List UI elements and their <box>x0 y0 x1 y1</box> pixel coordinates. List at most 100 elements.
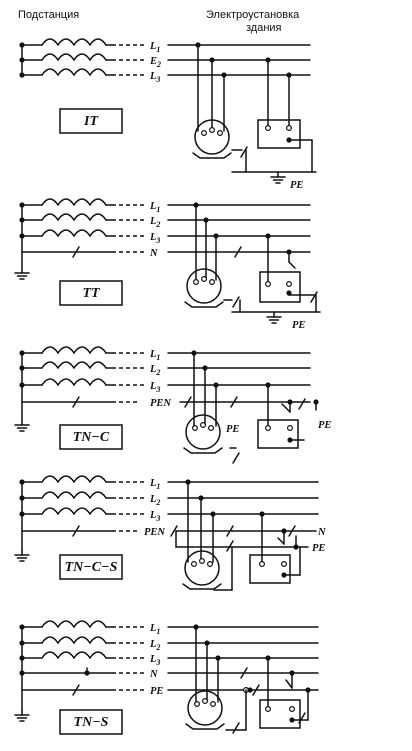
motor-base <box>185 723 225 730</box>
motor-terminal <box>199 557 206 564</box>
junction-dot <box>19 365 25 371</box>
system-name: TN−C−S <box>65 560 118 575</box>
motor <box>185 690 225 730</box>
motor-housing <box>187 690 223 726</box>
break-mark <box>184 396 192 408</box>
system-name: TT <box>82 286 101 301</box>
terminal <box>265 425 272 432</box>
conductor-label: E2 <box>149 56 161 69</box>
terminal <box>265 281 272 288</box>
system-name-frame <box>59 280 123 306</box>
appliance <box>257 119 301 149</box>
motor-housing <box>184 550 220 586</box>
conductor-label: PE <box>150 686 163 697</box>
header-installation: Электроустановка <box>206 9 300 21</box>
motor-base <box>183 447 223 454</box>
pe-label-right: PE <box>318 420 331 431</box>
system-name: IT <box>83 114 99 129</box>
conductor-label: L2 <box>149 494 160 507</box>
junction-dot <box>19 640 25 646</box>
conductor-label: L1 <box>149 349 160 362</box>
motor-terminal <box>194 700 201 707</box>
break-mark <box>232 722 240 734</box>
break-mark <box>298 398 306 410</box>
junction-dot <box>286 72 292 78</box>
transformer-winding <box>41 491 107 500</box>
conductor-label: L2 <box>149 364 160 377</box>
appliance <box>259 271 301 303</box>
transformer-winding <box>41 68 107 77</box>
motor-base <box>184 301 224 308</box>
system-name-box: TT <box>59 280 123 306</box>
wire <box>288 261 296 269</box>
conductor-label: L2 <box>149 639 160 652</box>
motor-housing <box>194 119 230 155</box>
transformer-winding <box>41 651 107 660</box>
motor <box>192 119 232 159</box>
pe-label: PE <box>312 543 325 554</box>
break-mark <box>232 452 240 464</box>
break-mark <box>226 525 234 537</box>
ground-symbol <box>14 709 30 722</box>
system-name-frame <box>59 424 123 450</box>
terminal <box>259 560 266 567</box>
junction-dot <box>265 57 271 63</box>
header-building: здания <box>246 22 282 34</box>
conductor-label: L1 <box>149 41 160 54</box>
transformer-winding <box>41 38 107 47</box>
transformer-winding <box>41 213 107 222</box>
break-mark <box>310 291 318 303</box>
system-name-box: TN−C−S <box>59 554 123 580</box>
system-name-box: TN−C <box>59 424 123 450</box>
motor-housing <box>185 414 221 450</box>
conductor-label: N <box>149 669 158 680</box>
pe-label-motor: PE <box>226 424 239 435</box>
ground-symbol <box>266 311 282 324</box>
motor-terminal <box>201 130 208 137</box>
ground-symbol <box>14 549 30 562</box>
appliance <box>259 699 301 729</box>
wire <box>277 537 285 545</box>
pen-label: PEN <box>150 398 171 409</box>
break-mark <box>232 296 240 308</box>
pen-label: PEN <box>144 527 165 538</box>
motor-terminal <box>202 697 209 704</box>
conductor-label: L3 <box>149 381 160 394</box>
conductor-label: N <box>149 248 158 259</box>
terminal <box>286 281 293 288</box>
conductor-label: L1 <box>149 201 160 214</box>
terminal <box>289 705 296 712</box>
ground-symbol <box>14 267 30 280</box>
junction-dot <box>19 217 25 223</box>
junction-dot <box>19 495 25 501</box>
pe-label: PE <box>292 320 305 331</box>
break-mark <box>226 540 234 552</box>
wire <box>281 403 291 413</box>
transformer-winding <box>41 229 107 238</box>
junction-dot <box>19 479 25 485</box>
motor-terminal <box>207 560 214 567</box>
appliance-case <box>249 554 291 584</box>
break-mark <box>72 396 80 408</box>
system-name-frame <box>59 108 123 134</box>
junction-dot <box>19 670 25 676</box>
system-name: TN−S <box>74 715 109 730</box>
motor-terminal <box>217 130 224 137</box>
junction-dot <box>19 42 25 48</box>
terminal <box>265 124 272 131</box>
transformer-winding <box>41 53 107 62</box>
appliance-case <box>257 119 301 149</box>
transformer-winding <box>41 198 107 207</box>
break-mark <box>252 684 260 696</box>
transformer-winding <box>41 507 107 516</box>
junction-dot <box>19 202 25 208</box>
junction-dot <box>19 72 25 78</box>
motor-terminal <box>210 700 217 707</box>
terminal <box>287 425 294 432</box>
